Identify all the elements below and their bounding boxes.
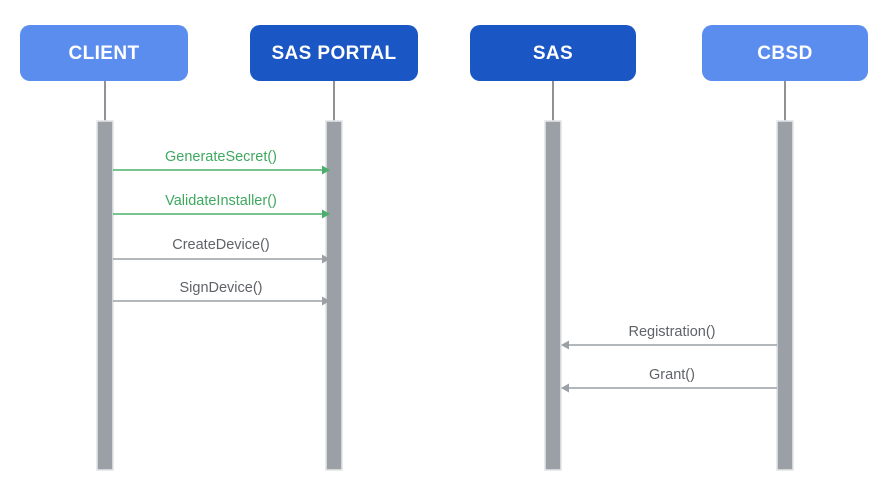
- message-arrowhead-registration: [561, 340, 569, 350]
- message-label-create-device: CreateDevice(): [172, 237, 270, 253]
- message-arrowhead-generate-secret: [322, 165, 330, 175]
- lifeline-cbsd: [776, 81, 794, 471]
- message-label-registration: Registration(): [628, 324, 715, 340]
- message-validate-installer: ValidateInstaller(): [113, 193, 330, 219]
- activation-bar-sas-portal: [325, 120, 343, 471]
- actor-client[interactable]: CLIENT: [20, 25, 188, 81]
- actor-box-sas-portal[interactable]: [250, 25, 418, 81]
- message-create-device: CreateDevice(): [113, 237, 330, 264]
- message-arrowhead-grant: [561, 383, 569, 393]
- message-label-sign-device: SignDevice(): [180, 280, 263, 296]
- lifeline-sas-portal: [325, 81, 343, 471]
- actor-label-sas-portal: SAS PORTAL: [271, 43, 396, 64]
- actors-layer: CLIENT SAS PORTAL SAS CBSD: [20, 25, 868, 81]
- actor-sas[interactable]: SAS: [470, 25, 636, 81]
- message-registration: Registration(): [561, 324, 777, 350]
- message-label-generate-secret: GenerateSecret(): [165, 149, 277, 165]
- message-generate-secret: GenerateSecret(): [113, 149, 330, 175]
- message-label-grant: Grant(): [649, 367, 695, 383]
- message-label-validate-installer: ValidateInstaller(): [165, 193, 277, 209]
- message-grant: Grant(): [561, 367, 777, 393]
- actor-sas-portal[interactable]: SAS PORTAL: [250, 25, 418, 81]
- message-arrowhead-sign-device: [322, 296, 330, 306]
- actor-box-sas[interactable]: [470, 25, 636, 81]
- actor-cbsd[interactable]: CBSD: [702, 25, 868, 81]
- actor-label-client: CLIENT: [68, 43, 139, 64]
- lifeline-sas: [544, 81, 562, 471]
- actor-label-sas: SAS: [533, 43, 573, 64]
- activation-bar-sas: [544, 120, 562, 471]
- message-arrowhead-create-device: [322, 254, 330, 264]
- actor-box-client[interactable]: [20, 25, 188, 81]
- message-sign-device: SignDevice(): [113, 280, 330, 306]
- message-arrowhead-validate-installer: [322, 209, 330, 219]
- activation-bar-cbsd: [776, 120, 794, 471]
- lifeline-client: [96, 81, 114, 471]
- activation-bar-client: [96, 120, 114, 471]
- lifelines-layer: [96, 81, 794, 471]
- messages-layer: GenerateSecret() ValidateInstaller() Creat…: [113, 149, 777, 393]
- actor-label-cbsd: CBSD: [757, 43, 812, 64]
- actor-box-cbsd[interactable]: [702, 25, 868, 81]
